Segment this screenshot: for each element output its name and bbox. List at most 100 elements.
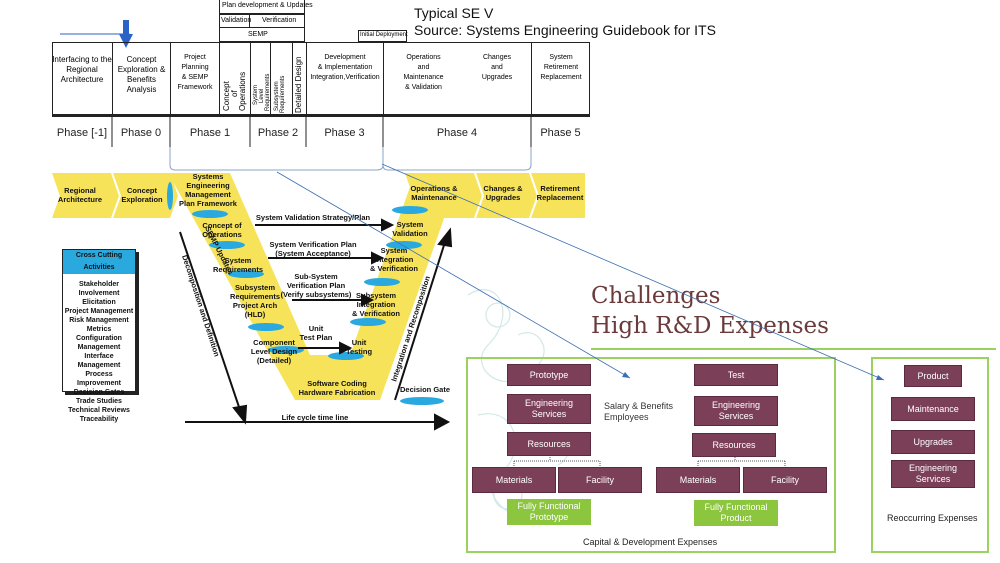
eng-services-box-right: Engineering Services [891,460,975,488]
v-subreq-2: Requirements [230,292,280,301]
plan-dev-label: Plan development & Updates [222,2,313,9]
plan-dev-header [219,0,305,14]
slide-title-line2: High R&D Expenses [591,313,829,339]
col-retirement: System Retirement Replacement [531,43,590,115]
col-system-level-3: Requirements [265,74,271,111]
v-shape [168,173,460,400]
arrow-subsys-plan-2: Verification Plan [287,281,346,290]
v-subreq-3: Project Arch [233,301,278,310]
arrow-unit-test-2: Test Plan [300,333,333,342]
phase-4: Phase 4 [436,127,478,139]
verification-header [250,14,305,28]
resources-box-mid: Resources [692,433,776,457]
col-sep [292,43,293,115]
title-line2: Source: Systems Engineering Guidebook fo… [414,22,716,38]
col-system-level: System [253,85,259,105]
timeline-label: Life cycle time line [282,413,349,422]
col-regional-architecture: Interfacing to the Regional Architecture [52,55,112,84]
title-line1: Typical SE V [414,5,494,21]
facility-box-mid: Facility [743,467,827,493]
v-component-3: (Detailed) [257,356,292,365]
initial-deployment-label: Initial Deployment [360,32,408,38]
v-subreq-4: (HLD) [245,310,266,319]
banner-regional-2: Architecture [58,195,102,204]
maintenance-box: Maintenance [891,397,975,421]
cross-cutting-item: Trade Studies [76,398,122,405]
phase-5: Phase 5 [540,127,581,139]
initial-deployment-header [358,30,407,42]
branch-lines [513,457,786,467]
upgrades-box: Upgrades [891,430,975,454]
phase-3: Phase 3 [324,127,365,139]
v-diagram: Regional Architecture Concept Exploratio… [52,172,585,431]
v-unit-2: Testing [346,347,373,356]
arrow-ver-plan: System Verification Plan [269,240,357,249]
eng-services-box-left: Engineering Services [507,394,591,424]
cross-cutting-item: Decision Gates [73,389,125,396]
cross-cutting-item: Project Management [64,308,134,315]
test-box: Test [694,364,778,386]
cross-cutting-item: Traceability [79,416,119,423]
cross-cutting-item: Stakeholder Involvement [78,281,120,297]
phase-0: Phase 0 [120,127,162,139]
v-sysreq: System [225,256,252,265]
v-sysval-2: Validation [392,229,428,238]
facility-box-left: Facility [558,467,642,493]
col-subsystem-req-2: Requirements [280,76,286,113]
v-sysint-2: Integration [375,255,414,264]
v-semp-3: Management [185,190,231,199]
arrow-val-strategy: System Validation Strategy/Plan [256,213,371,222]
banner-regional: Regional [64,186,96,195]
col-concept-of-operations: Concept [222,80,231,111]
banner-changes: Changes & [483,184,523,193]
resources-box-left: Resources [507,432,591,456]
capital-panel [466,357,836,553]
banner-retirement-2: Replacement [537,193,584,202]
fully-functional-prototype: Fully Functional Prototype [507,499,591,525]
v-sysint: System [381,246,408,255]
arrow-unit-test: Unit [309,324,324,333]
banner-concept-2: Exploration [121,195,163,204]
v-subint-3: & Verification [352,309,400,318]
phase-table-frame [52,42,590,117]
salary-note: Salary & Benefits Employees [604,401,674,422]
v-subint: Subsystem [356,291,396,300]
v-coding: Software Coding [307,379,367,388]
cross-cutting-item: Configuration Management [76,335,122,351]
v-conops: Concept of [202,221,242,230]
reoccurring-caption: Reoccurring Expenses [887,513,978,523]
v-component-2: Level Design [251,347,298,356]
cross-cutting-title: Cross Cutting Activities [63,250,135,274]
decision-gate-label: Decision Gate [400,385,450,394]
v-conops-2: Operations [202,230,242,239]
col-concept-of-operations-ops: Operations [238,72,247,111]
banner-left [52,173,178,218]
arrow-ver-plan-2: (System Acceptance) [275,249,351,258]
cross-cutting-item: Interface Management [77,353,121,369]
col-sep [250,43,251,115]
cross-cutting-item: Metrics [86,326,112,333]
phase-1: Phase 1 [189,127,231,139]
cross-cutting-item: Process Improvement [77,371,121,387]
phase-minus-1: Phase [-1] [56,127,108,139]
validation-header [219,14,250,28]
v-semp: Systems [193,172,224,181]
banner-retirement: Retirement [540,184,580,193]
cross-cutting-box: Cross Cutting Activities Stakeholder Inv… [62,249,136,423]
v-semp-4: Plan Framework [179,199,238,208]
banner-concept: Concept [127,186,158,195]
arrow-subsys-plan-3: (Verify subsystems) [281,290,352,299]
reoccurring-panel [871,357,989,553]
semp-header [219,28,305,42]
materials-box-mid: Materials [656,467,740,493]
banner-changes-2: Upgrades [486,193,521,202]
slide-title-line1: Challenges [591,283,721,309]
v-unit: Unit [352,338,367,347]
v-sysreq-2: Requirements [213,265,263,274]
v-subreq: Subsystem [235,283,275,292]
cross-cutting-item: Risk Management [69,317,129,324]
col-system-level-2: Level [259,89,265,103]
prototype-box: Prototype [507,364,591,386]
